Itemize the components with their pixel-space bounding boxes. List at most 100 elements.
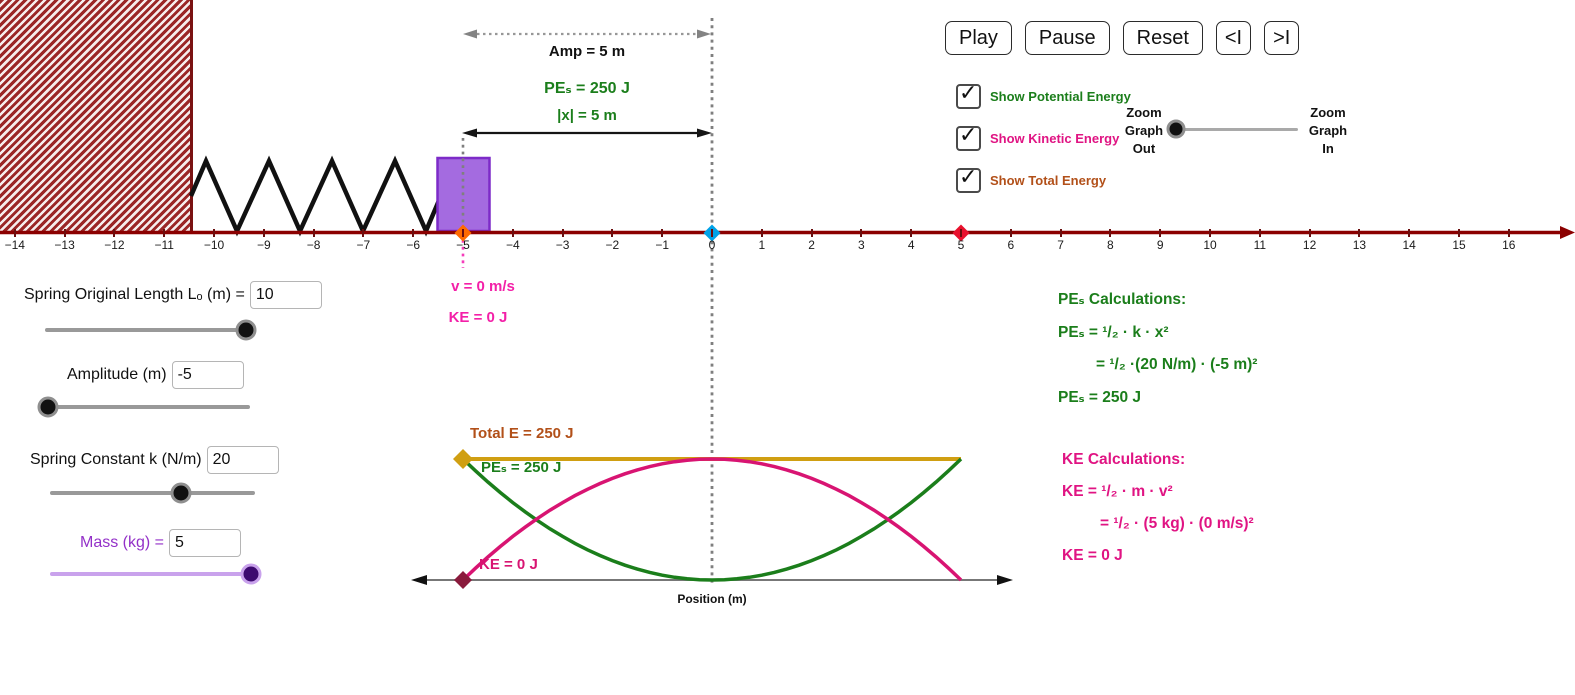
axis-tick-label: 0 (708, 238, 716, 252)
spring-constant-input[interactable] (206, 446, 279, 474)
ke-calculations: KE Calculations: KE = ¹/₂ · m · v² = ¹/₂… (1062, 451, 1254, 579)
kinetic-energy-point[interactable] (454, 571, 472, 589)
axis-tick (113, 229, 116, 237)
slider-thumb[interactable] (235, 319, 257, 341)
toolbar: Play Pause Reset <I >I (945, 21, 1300, 55)
pe-value-label: PEₛ = 250 J (544, 80, 630, 97)
axis-tick (412, 229, 415, 237)
slider-track[interactable] (1168, 128, 1298, 131)
axis-tick (163, 229, 166, 237)
spring-length-label: Spring Original Length Lₒ (m) = (24, 286, 245, 303)
axis-tick-label: −5 (456, 238, 470, 252)
show-kinetic-energy-checkbox[interactable]: ✓ (956, 122, 981, 151)
axis-tick (511, 229, 514, 237)
axis-tick-label: −8 (306, 238, 321, 252)
axis-tick-label: 8 (1107, 238, 1114, 252)
spring-constant-slider[interactable] (50, 482, 255, 504)
axis-tick-label: −4 (505, 238, 520, 252)
axis-tick (462, 229, 464, 237)
pause-button[interactable]: Pause (1024, 21, 1110, 55)
axis-tick (810, 229, 813, 237)
wall (0, 0, 193, 231)
axis-tick-label: −2 (605, 238, 620, 252)
potential-energy-curve (461, 457, 963, 582)
spring-constant-label: Spring Constant k (N/m) (30, 451, 202, 468)
axis-tick (1358, 229, 1361, 237)
axis-tick (362, 229, 365, 237)
axis-tick (760, 229, 763, 237)
axis-tick (213, 229, 215, 237)
spring-length-control: Spring Original Length Lₒ (m) = (24, 281, 322, 309)
ke-calc-line: KE = 0 J (1062, 547, 1123, 564)
slider-track[interactable] (45, 405, 250, 409)
axis-tick (561, 229, 564, 237)
checkbox-label: Show Potential Energy (990, 89, 1131, 104)
show-total-energy-row: ✓ Show Total Energy (956, 164, 1107, 193)
amplitude-slider[interactable] (37, 396, 250, 418)
amplitude-input[interactable] (171, 361, 244, 389)
axis-tick (1308, 229, 1311, 237)
mass-slider[interactable] (50, 563, 262, 585)
mass-input[interactable] (169, 529, 242, 557)
zoom-graph-slider[interactable] (1166, 119, 1298, 139)
ke-calc-line: KE = ¹/₂ · m · v² (1062, 483, 1173, 500)
arrow-left-icon (462, 128, 477, 138)
checkmark-icon: ✓ (959, 122, 978, 147)
checkbox-label: Show Total Energy (990, 173, 1107, 188)
axis-tick-label: 13 (1352, 238, 1367, 252)
pe-calc-line: PEₛ = 250 J (1058, 389, 1142, 406)
axis-tick (262, 229, 265, 237)
axis-tick (711, 229, 713, 237)
arrow-left-icon (463, 29, 477, 39)
axis-tick (1507, 229, 1510, 237)
axis-tick-label: 10 (1203, 238, 1217, 252)
play-button[interactable]: Play (945, 21, 1012, 55)
arrow-left-icon (411, 575, 427, 585)
axis-tick-label: 5 (957, 238, 965, 252)
axis-tick (960, 229, 962, 237)
axis-tick-label: 14 (1402, 238, 1416, 252)
arrow-right-icon (697, 128, 712, 138)
spring-length-slider[interactable] (45, 319, 257, 341)
slider-track[interactable] (50, 491, 255, 495)
arrow-right-icon (697, 29, 711, 39)
zoom-slider-thumb[interactable] (1166, 119, 1186, 139)
ke-calc-title: KE Calculations: (1062, 451, 1186, 468)
ke-calc-line: = ¹/₂ · (5 kg) · (0 m/s)² (1100, 515, 1254, 532)
velocity-label: v = 0 m/s (451, 278, 515, 295)
ke-value-label: KE = 0 J (448, 309, 508, 326)
total-energy-point[interactable] (453, 449, 473, 469)
spring-length-input[interactable] (249, 281, 322, 309)
show-total-energy-checkbox[interactable]: ✓ (956, 164, 981, 193)
slider-thumb[interactable] (37, 396, 59, 418)
show-potential-energy-checkbox[interactable]: ✓ (956, 80, 981, 109)
slider-thumb[interactable] (170, 482, 192, 504)
chart-x-axis-label: Position (m) (677, 592, 747, 606)
amplitude-label: Amp = 5 m (548, 43, 626, 60)
axis-tick-label: 2 (808, 238, 815, 252)
slider-track[interactable] (45, 328, 253, 332)
slider-track[interactable] (50, 572, 258, 576)
pe-calc-line: = ¹/₂ ·(20 N/m) · (-5 m)² (1096, 356, 1258, 373)
axis-tick (312, 229, 315, 237)
show-potential-energy-row: ✓ Show Potential Energy (956, 80, 1131, 109)
axis-tick-label: 3 (858, 238, 865, 252)
slider-thumb[interactable] (240, 563, 262, 585)
axis-tick (63, 229, 66, 237)
spring (188, 155, 443, 237)
step-back-button[interactable]: <I (1215, 21, 1252, 55)
total-energy-label: Total E = 250 J (470, 425, 574, 442)
axis-tick (1209, 229, 1211, 237)
axis-tick-label: 4 (907, 238, 915, 252)
axis-tick-label: 15 (1452, 238, 1466, 252)
axis-tick-label: 11 (1253, 238, 1267, 252)
axis-tick-label: 6 (1007, 238, 1015, 252)
arrow-right-icon (997, 575, 1013, 585)
reset-button[interactable]: Reset (1122, 21, 1203, 55)
zoom-in-label: Zoom Graph In (1308, 105, 1348, 156)
amplitude-label: Amplitude (m) (67, 366, 167, 383)
axis-tick (661, 229, 664, 237)
step-forward-button[interactable]: >I (1264, 21, 1300, 55)
axis-tick (1059, 229, 1062, 237)
